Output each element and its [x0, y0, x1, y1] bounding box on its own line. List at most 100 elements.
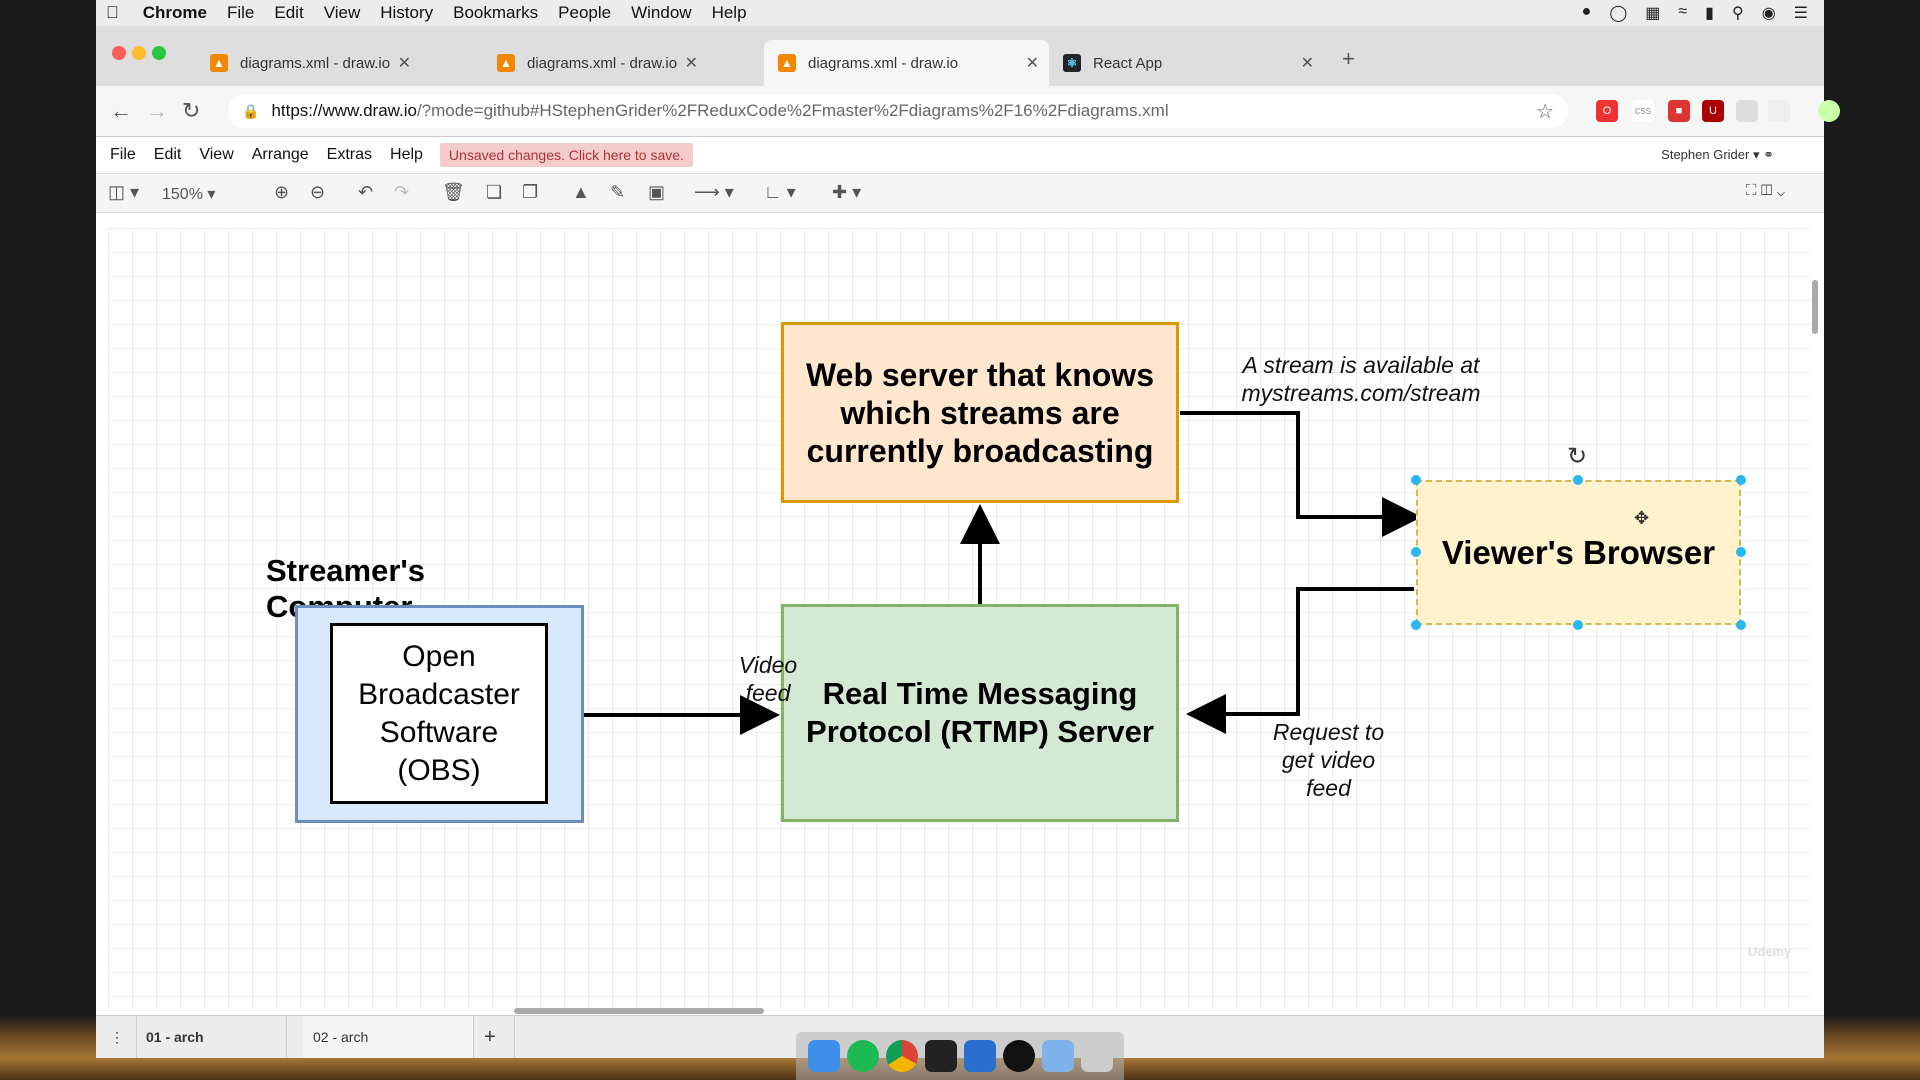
user-name[interactable]: Stephen Grider ▾ ⚭	[1661, 147, 1774, 162]
minimize-window-button[interactable]	[132, 46, 146, 60]
resize-handle[interactable]	[1573, 620, 1583, 630]
chrome-icon[interactable]	[885, 1040, 918, 1072]
extension-light-icon[interactable]	[1768, 100, 1790, 122]
rtmp-server-box[interactable]: Real Time Messaging Protocol (RTMP) Serv…	[781, 604, 1179, 822]
zoom-in-icon[interactable]: ⊕	[274, 182, 290, 202]
edge-label-video-feed[interactable]: Video feed	[738, 652, 798, 706]
pages-menu-icon[interactable]: ⋮	[96, 1016, 137, 1058]
siri-icon[interactable]: ◉	[1761, 5, 1776, 22]
back-icon[interactable]: ←	[110, 98, 132, 123]
vertical-scrollbar[interactable]	[1812, 280, 1818, 334]
edge-viewer-to-rtmp[interactable]	[1186, 587, 1414, 734]
finder-icon[interactable]	[807, 1040, 840, 1072]
menu-edit[interactable]: Edit	[261, 3, 303, 22]
terminal-icon[interactable]	[924, 1040, 957, 1072]
reload-icon[interactable]: ↻	[182, 98, 201, 123]
folder-icon[interactable]	[1041, 1040, 1074, 1072]
edge-label-stream-available[interactable]: A stream is available at mystreams.com/s…	[1241, 352, 1481, 406]
drawio-menu-file[interactable]: File	[110, 146, 136, 163]
extension-opera-icon[interactable]: O	[1596, 100, 1618, 122]
menu-bookmarks[interactable]: Bookmarks	[440, 3, 538, 22]
insert-icon[interactable]: ✚ ▾	[832, 182, 862, 202]
rotate-handle-icon[interactable]: ↻	[1567, 443, 1588, 470]
close-tab-icon[interactable]: ✕	[1300, 55, 1314, 72]
horizontal-scrollbar[interactable]	[514, 1008, 764, 1014]
extension-grey-icon[interactable]	[1736, 100, 1758, 122]
waypoints-icon[interactable]: ∟ ▾	[764, 182, 796, 202]
page-tab-01[interactable]: 01 - arch	[136, 1016, 287, 1058]
wifi-icon[interactable]: ≈	[1678, 3, 1688, 20]
edge-webserver-to-viewer[interactable]	[1180, 411, 1422, 537]
close-tab-icon[interactable]: ✕	[684, 55, 698, 72]
menu-window[interactable]: Window	[618, 3, 691, 22]
drawio-menu-edit[interactable]: Edit	[153, 146, 182, 163]
resize-handle[interactable]	[1573, 475, 1583, 485]
obs-box[interactable]: Open Broadcaster Software (OBS)	[330, 623, 548, 804]
menu-view[interactable]: View	[310, 3, 361, 22]
zoom-window-button[interactable]	[152, 46, 166, 60]
to-back-icon[interactable]: ❐	[522, 182, 539, 202]
format-panel-icon[interactable]: ◫ ▾	[108, 182, 140, 202]
resize-handle[interactable]	[1736, 475, 1746, 485]
glasses-icon[interactable]: ◯	[1609, 5, 1628, 22]
extension-css-icon[interactable]: css	[1632, 100, 1654, 122]
extension-ublock-icon[interactable]: U	[1702, 100, 1724, 122]
drawio-menu-arrange[interactable]: Arrange	[251, 146, 309, 163]
menu-file[interactable]: File	[214, 3, 254, 22]
close-tab-icon[interactable]: ✕	[397, 55, 411, 72]
obs-status-icon[interactable]: ●	[1581, 3, 1592, 20]
extension-red-icon[interactable]: ■	[1668, 100, 1690, 122]
drawio-menu-help[interactable]: Help	[390, 146, 423, 163]
battery-icon[interactable]: ▮	[1705, 5, 1714, 22]
redo-icon[interactable]: ↷	[394, 182, 410, 202]
new-tab-icon[interactable]: +	[1342, 46, 1355, 71]
line-color-icon[interactable]: ✎	[610, 182, 626, 202]
tab-drawio-2[interactable]: ▲ diagrams.xml - draw.io ✕	[483, 40, 708, 86]
fill-color-icon[interactable]: ▲	[572, 182, 590, 202]
add-page-icon[interactable]: +	[474, 1016, 515, 1058]
resize-handle[interactable]	[1411, 475, 1421, 485]
forward-icon[interactable]: →	[146, 98, 168, 123]
trash-icon[interactable]	[1080, 1040, 1113, 1072]
edge-label-request-feed[interactable]: Request to get video feed	[1272, 719, 1385, 801]
delete-icon[interactable]: 🗑	[442, 182, 465, 202]
bookmark-star-icon[interactable]: ☆	[1536, 100, 1554, 123]
url-host: https://www.draw.io	[271, 101, 417, 120]
resize-handle[interactable]	[1411, 620, 1421, 630]
browser-window: ▲ diagrams.xml - draw.io ✕ ▲ diagrams.xm…	[96, 26, 1840, 1058]
tab-react-app[interactable]: ⚛ React App ✕	[1049, 40, 1324, 86]
menu-history[interactable]: History	[367, 3, 433, 22]
resize-handle[interactable]	[1411, 547, 1421, 557]
fullscreen-icon[interactable]: ⛶ ◫ ⌄	[1746, 182, 1785, 199]
menu-help[interactable]: Help	[698, 3, 747, 22]
viewer-browser-box[interactable]: Viewer's Browser	[1416, 480, 1741, 625]
menu-app-name[interactable]: Chrome	[130, 3, 207, 22]
page-tab-02[interactable]: 02 - arch	[303, 1016, 474, 1058]
vscode-icon[interactable]	[963, 1040, 996, 1072]
tab-drawio-1[interactable]: ▲ diagrams.xml - draw.io ✕	[196, 40, 421, 86]
zoom-select[interactable]: 150% ▾	[162, 186, 216, 203]
resize-handle[interactable]	[1736, 547, 1746, 557]
zoom-out-icon[interactable]: ⊖	[310, 182, 326, 202]
apple-icon[interactable]: 	[96, 3, 129, 23]
resize-handle[interactable]	[1736, 620, 1746, 630]
profile-avatar[interactable]	[1818, 100, 1840, 122]
notification-center-icon[interactable]: ☰	[1793, 5, 1808, 22]
connection-icon[interactable]: ⟶ ▾	[694, 182, 734, 202]
menu-people[interactable]: People	[545, 3, 611, 22]
drawio-menu-extras[interactable]: Extras	[326, 146, 373, 163]
unsaved-changes-banner[interactable]: Unsaved changes. Click here to save.	[439, 143, 693, 167]
spotify-icon[interactable]	[846, 1040, 879, 1072]
search-icon[interactable]: ⚲	[1731, 5, 1744, 22]
web-server-box[interactable]: Web server that knows which streams are …	[781, 322, 1179, 503]
undo-icon[interactable]: ↶	[358, 182, 374, 202]
address-bar[interactable]: 🔒 https://www.draw.io /?mode=github#HSte…	[228, 94, 1568, 128]
tab-drawio-active[interactable]: ▲ diagrams.xml - draw.io ✕	[764, 40, 1049, 86]
drawio-menu-view[interactable]: View	[199, 146, 234, 163]
obs-icon[interactable]	[1002, 1040, 1035, 1072]
close-tab-icon[interactable]: ✕	[1025, 55, 1039, 72]
docker-icon[interactable]: ▦	[1645, 5, 1661, 22]
close-window-button[interactable]	[112, 46, 126, 60]
shadow-icon[interactable]: ▣	[648, 182, 666, 202]
to-front-icon[interactable]: ❏	[486, 182, 503, 202]
